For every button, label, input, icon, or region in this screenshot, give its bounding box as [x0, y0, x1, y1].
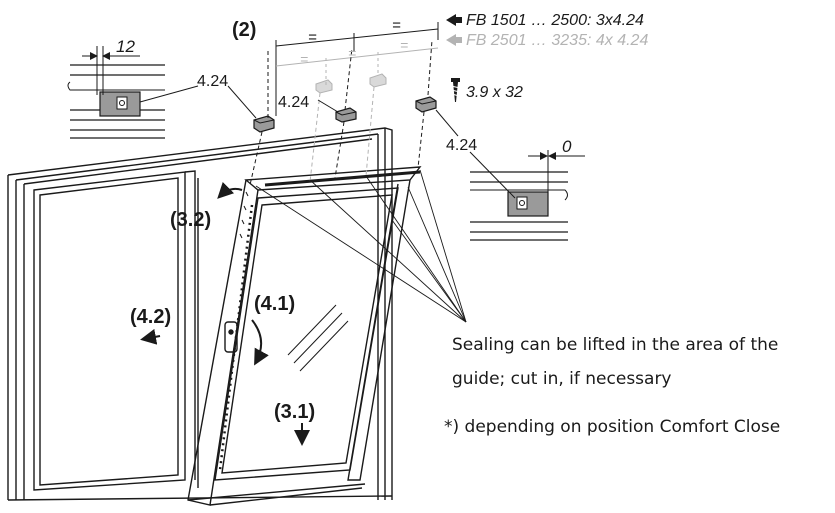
hardware-part-2	[335, 107, 357, 123]
part-label-leaders	[227, 85, 459, 137]
equal-mark-grey-1: =	[300, 51, 308, 67]
hardware-part-3	[415, 96, 437, 113]
dimension-line-top	[267, 22, 439, 118]
part-ref-label-left-detail: 4.24	[197, 73, 228, 90]
position-note: *) depending on position Comfort Close	[444, 417, 780, 437]
sealing-note-line-2: guide; cut in, if necessary	[452, 369, 672, 389]
action-arrows	[140, 181, 310, 446]
step-3-1-label: (3.1)	[274, 401, 315, 423]
sealing-leader-lines	[255, 169, 467, 323]
screw-spec-label: 3.9 x 32	[466, 84, 523, 101]
dimension-0-label: 0	[562, 137, 572, 156]
sealing-note-line-1: Sealing can be lifted in the area of the	[452, 335, 778, 355]
equal-mark-grey-3: =	[400, 37, 408, 53]
fb-range-1-row: FB 1501 … 2500: 3x4.24	[446, 12, 644, 29]
fb-range-2-label: FB 2501 … 3235: 4x 4.24	[466, 32, 648, 49]
step-3-2-label: (3.2)	[170, 209, 211, 231]
fb-range-1-label: FB 1501 … 2500: 3x4.24	[466, 12, 644, 29]
window-frame	[7, 127, 393, 501]
step-4-1-label: (4.1)	[254, 293, 295, 315]
hardware-part-grey-2	[369, 73, 387, 88]
fb-range-2-row: FB 2501 … 3235: 4x 4.24	[446, 32, 648, 49]
dimension-12-label: 12	[116, 37, 135, 56]
hardware-part-grey-1	[315, 79, 333, 94]
detail-view-right	[469, 150, 585, 241]
equal-mark-grey-2: =	[348, 45, 356, 61]
part-ref-label-right-detail: 4.24	[446, 137, 477, 154]
part-ref-label-sash-1: 4.24	[278, 94, 309, 111]
equal-mark-1: =	[308, 29, 317, 46]
detail-view-left	[67, 46, 199, 139]
equal-mark-2: =	[392, 17, 401, 34]
screw-icon	[450, 78, 461, 102]
hardware-part-1	[253, 115, 275, 133]
step-4-2-label: (4.2)	[130, 306, 171, 328]
step-2-label: (2)	[232, 19, 256, 41]
tilted-sash	[187, 166, 422, 506]
projection-lines	[249, 86, 425, 186]
